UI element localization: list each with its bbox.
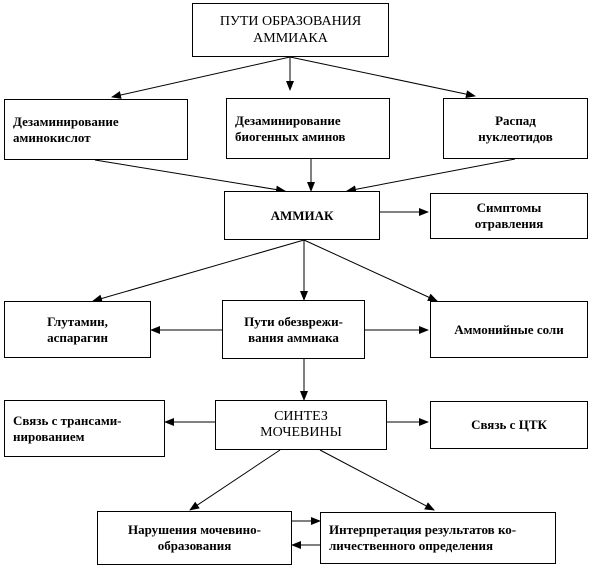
box-line: ПУТИ ОБРАЗОВАНИЯ (219, 14, 362, 29)
box-line: Интерпретация результатов ко- (329, 522, 517, 537)
arrow-ammonia-to-ammonium-salts (303, 239, 438, 302)
box-line: Связь с ЦТК (471, 417, 547, 432)
box-line: нированием (13, 428, 85, 444)
box-line: Связь с трансами- (13, 412, 122, 428)
box-line: вания аммиака (248, 329, 339, 345)
box-detoxification-paths: Пути обезврежи- вания аммиака (222, 300, 365, 359)
box-quantitative-interpretation: Интерпретация результатов ко- личественн… (320, 512, 556, 564)
box-line: Симптомы (476, 200, 542, 215)
box-ammonium-salts: Аммонийные соли (430, 301, 588, 358)
box-line: личественного определения (329, 538, 494, 553)
box-line: аминокислот (13, 129, 91, 145)
box-line: Дезаминирование (13, 113, 119, 129)
box-line: СИНТЕЗ (274, 409, 328, 424)
box-line: Распад (495, 112, 536, 128)
box-deamination-amino-acids: Дезаминирование аминокислот (4, 99, 188, 160)
box-ammonia: АММИАК (224, 191, 380, 240)
box-line: Нарушения мочевино- (128, 522, 261, 537)
arrow-urea-to-disorders (189, 449, 281, 511)
box-glutamine-asparagine: Глутамин, аспарагин (4, 301, 151, 358)
box-line: Дезаминирование (235, 112, 341, 128)
box-deamination-biogenic-amines: Дезаминирование биогенных аминов (226, 98, 390, 159)
box-line: АММИАК (270, 207, 334, 223)
box-line: АММИАКА (253, 31, 328, 46)
box-line: отравления (474, 216, 544, 231)
box-line: Пути обезврежи- (244, 313, 343, 329)
box-urea-synthesis: СИНТЕЗ МОЧЕВИНЫ (215, 400, 387, 450)
arrow-paths-to-deamination-amino (111, 56, 291, 99)
arrow-paths-to-nucleotide-decay (289, 56, 476, 99)
box-line: образования (157, 538, 232, 553)
arrow-urea-to-interpretation (319, 449, 435, 511)
box-line: Аммонийные соли (454, 321, 564, 337)
box-line: Глутамин, (47, 313, 108, 329)
box-ammonia-formation-paths: ПУТИ ОБРАЗОВАНИЯ АММИАКА (192, 3, 389, 57)
box-line: аспарагин (47, 329, 108, 345)
arrow-deamination-amino-to-ammonia (94, 159, 286, 194)
box-line: нуклеотидов (478, 128, 553, 144)
box-line: МОЧЕВИНЫ (260, 425, 342, 440)
arrow-nucleotide-decay-to-ammonia (346, 158, 516, 194)
box-line: биогенных аминов (235, 128, 346, 144)
box-tca-link: Связь с ЦТК (430, 401, 588, 449)
arrow-ammonia-to-glutamine (92, 239, 305, 303)
box-poisoning-symptoms: Симптомы отравления (430, 193, 588, 239)
box-nucleotide-decay: Распад нуклеотидов (443, 98, 588, 159)
box-transamination-link: Связь с трансами- нированием (4, 400, 165, 457)
box-urea-formation-disorders: Нарушения мочевино- образования (97, 511, 292, 565)
